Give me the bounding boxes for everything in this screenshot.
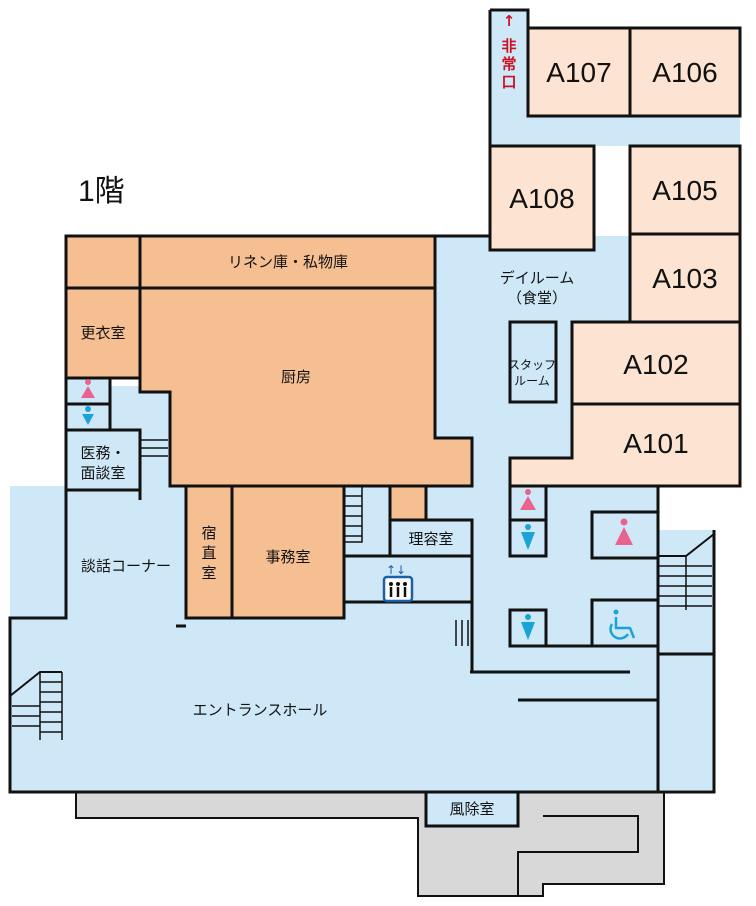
stairs-kitchen [343,485,363,543]
male-toilet-icon [521,524,535,550]
windbreak-room [424,790,520,828]
room-a102-label: A102 [623,349,688,380]
windbreak-label: 風除室 [449,800,494,818]
night-duty-room [184,484,234,620]
medical-room [64,428,142,492]
office-label: 事務室 [265,548,310,566]
room-a102[interactable] [570,320,742,406]
stairs-west [9,671,63,740]
accessible-toilet-icon [609,609,636,640]
entrance-label: エントランスホール [193,701,328,719]
male-toilet-icon [82,406,94,425]
male-toilet-icon [521,614,535,640]
night-duty-label-1: 宿 [201,524,216,542]
floor-label: 1階 [78,175,125,208]
exit-char-1: 非 [501,37,516,55]
room-a108-label: A108 [509,183,574,214]
dining-label-1: デイルーム [500,269,575,287]
locker-label: 更衣室 [80,324,125,342]
staff-label-2: ルーム [514,374,550,388]
outer-wall-west [8,236,716,794]
staff-label-1: スタッフ [508,358,556,372]
toilet-accessible [590,598,660,648]
female-toilet-icon [81,379,95,398]
small-storage-room [388,484,428,522]
room-a106[interactable] [628,26,742,118]
female-toilet-icon [615,518,633,545]
room-a101-label: A101 [623,428,688,459]
room-a103-label: A103 [652,263,717,294]
steps-medical [140,439,168,457]
outdoor-path-line [517,815,639,896]
kitchen-label: 厨房 [281,368,311,386]
night-duty-label-2: 直 [201,544,216,562]
medical-label-2: 面談室 [80,464,125,482]
exit-char-3: 口 [501,73,516,91]
room-a107-label: A107 [546,57,611,88]
storage-room-left [64,234,142,290]
exit-arrow: ↑ [503,12,516,30]
room-a106-label: A106 [652,57,717,88]
outdoor-area [75,791,665,897]
barber-room [388,518,474,558]
lounge-label: 談話コーナー [81,557,171,575]
svg-text:↑↓: ↑↓ [386,563,406,577]
office-room [230,484,346,620]
stairs-east [658,533,715,610]
kitchen-room [138,286,474,488]
room-a105[interactable] [628,144,742,236]
emergency-exit-sign: ↑ 非 常 口 [501,12,516,91]
barber-label: 理容室 [408,530,453,548]
staff-room [508,320,558,404]
night-duty-label-3: 室 [201,564,216,582]
exit-char-2: 常 [501,55,516,73]
outer-wall-north [490,8,530,28]
steps-barber [455,620,469,646]
elevator-icon: ↑↓ [382,563,414,603]
dining-label-2: （食堂） [507,289,567,307]
medical-label-1: 医務・ [80,444,125,462]
linen-label: リネン庫・私物庫 [228,253,348,271]
room-a105-label: A105 [652,175,717,206]
female-toilet-icon [520,489,536,510]
room-a103[interactable] [628,232,742,324]
room-a108[interactable] [488,144,596,252]
